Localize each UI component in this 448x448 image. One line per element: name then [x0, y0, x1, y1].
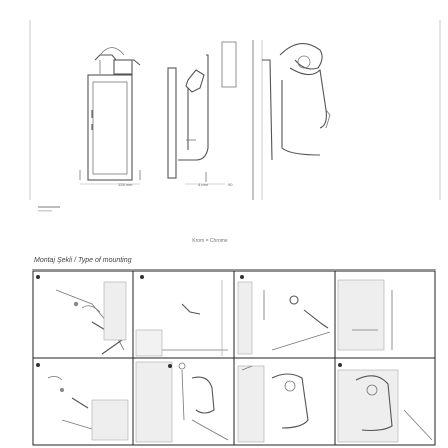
mounting-cell-1	[36, 275, 127, 355]
side-view-drawing	[167, 41, 237, 185]
mounting-cell-3	[237, 275, 331, 355]
mounting-cell-2	[135, 275, 228, 357]
material-label: Krom = Chrome	[192, 238, 228, 244]
dimension-depth-label: 4 mm	[198, 182, 209, 187]
perspective-view-drawing	[262, 43, 331, 161]
dimension-offset-label: 90	[228, 182, 233, 187]
mounting-title: Montaj Şekli / Type of mounting	[34, 257, 132, 264]
mounting-cell-5	[36, 363, 129, 441]
front-view-drawing	[79, 47, 141, 185]
mounting-cell-6	[135, 361, 229, 443]
mounting-header: Montaj Şekli / Type of mounting	[32, 255, 436, 270]
dimension-width-label: 128 mm	[118, 182, 133, 187]
mounting-cell-4	[337, 279, 393, 351]
mounting-cell-7	[237, 365, 309, 443]
mounting-cell-8	[337, 363, 433, 443]
caption-blur-graphic	[38, 206, 60, 212]
product-technical-drawing: 128 mm 4 mm 90	[29, 20, 441, 200]
grid-lines	[32, 270, 436, 446]
mounting-diagram-grid	[32, 270, 436, 446]
